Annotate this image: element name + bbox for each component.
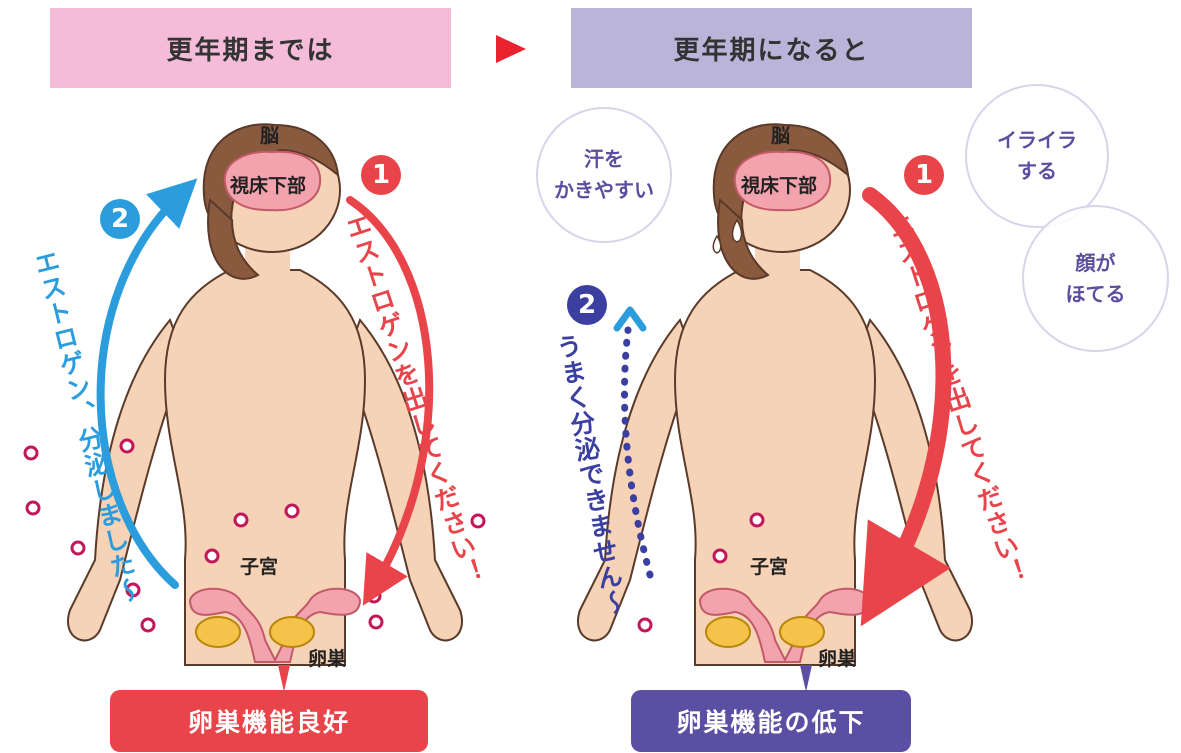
label-brain: 脳	[771, 121, 790, 148]
step-2-badge: 2	[567, 285, 607, 325]
label-brain: 脳	[260, 121, 279, 148]
step-1-badge: 1	[361, 155, 401, 195]
symptom-sweating: 汗を かきやすい	[536, 107, 672, 243]
symptom-hot-flush: 顔が ほてる	[1022, 205, 1169, 352]
label-ovary: 卵巣	[818, 644, 856, 671]
status-badge-good: 卵巣機能良好	[110, 690, 428, 752]
status-badge-decline: 卵巣機能の低下	[631, 690, 911, 752]
label-uterus: 子宮	[750, 552, 788, 579]
label-uterus: 子宮	[240, 552, 278, 579]
label-ovary: 卵巣	[308, 644, 346, 671]
step-1-badge: 1	[904, 155, 944, 195]
label-hypothalamus: 視床下部	[741, 171, 817, 198]
step-2-badge: 2	[100, 199, 140, 239]
label-hypothalamus: 視床下部	[230, 171, 306, 198]
